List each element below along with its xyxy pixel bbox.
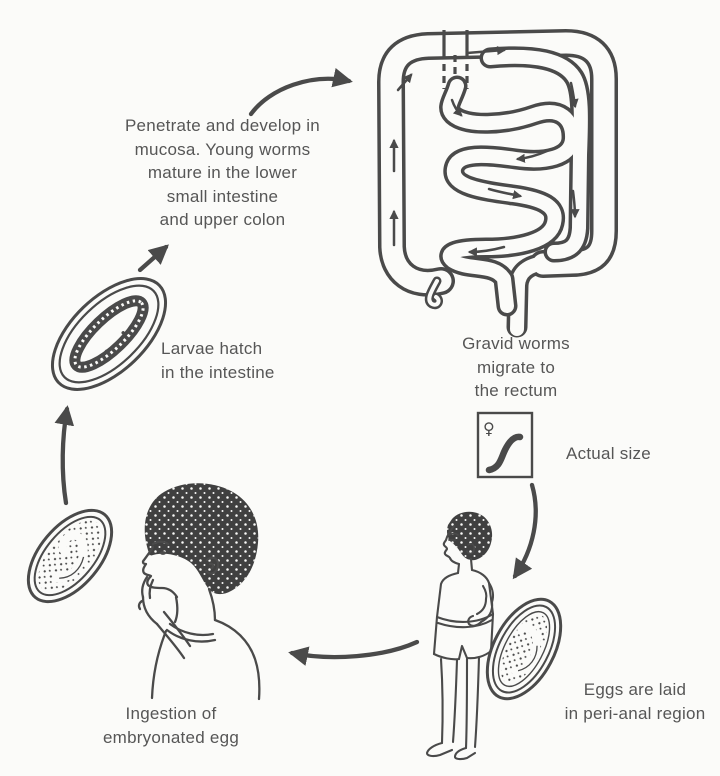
collar	[165, 628, 217, 643]
shirt	[435, 571, 460, 619]
label-ingestion: Ingestion of embryonated egg	[102, 704, 240, 747]
legs	[439, 657, 444, 745]
child-thumb-sucking	[137, 483, 261, 701]
eye	[160, 551, 166, 555]
ear	[466, 543, 475, 555]
face-profile	[442, 524, 461, 566]
embryonated-egg-with-larva	[50, 277, 168, 391]
arrow-mucosa-to-intestine	[248, 67, 353, 117]
label-gravid-worms: Gravid worms migrate to the rectum	[462, 334, 570, 400]
flow-arrows	[389, 45, 580, 257]
shorts	[432, 615, 439, 656]
female-symbol-icon: ♀	[483, 419, 495, 438]
sleeve	[487, 581, 495, 604]
label-penetrate-mucosa: Penetrate and develop in mucosa. Young w…	[124, 116, 321, 229]
worm-icon	[485, 433, 524, 474]
label-actual-size: Actual size	[566, 444, 651, 463]
foot-back	[453, 746, 477, 761]
arm-behind-back	[479, 600, 494, 624]
actual-size-box: ♀	[476, 411, 534, 479]
arrow-egg-to-mucosa-text	[137, 244, 169, 273]
foot-front	[425, 741, 454, 758]
hand	[467, 614, 483, 627]
ear	[204, 556, 220, 575]
arrow-rectum-to-perianal	[512, 482, 538, 580]
back-outline	[213, 618, 261, 701]
arrow-ingested-egg-to-larva-egg	[54, 405, 75, 506]
egg-perianal	[485, 597, 563, 701]
intestine-illustration	[377, 29, 618, 338]
label-larvae-hatch: Larvae hatch in the intestine	[161, 339, 275, 382]
face-profile	[141, 545, 179, 599]
child-standing	[425, 511, 495, 761]
finger-at-mouth	[141, 575, 149, 599]
embryonated-egg-ingested	[26, 508, 114, 604]
label-eggs-laid: Eggs are laid in peri-anal region	[564, 680, 706, 723]
arrow-perianal-to-ingestion	[288, 639, 420, 666]
